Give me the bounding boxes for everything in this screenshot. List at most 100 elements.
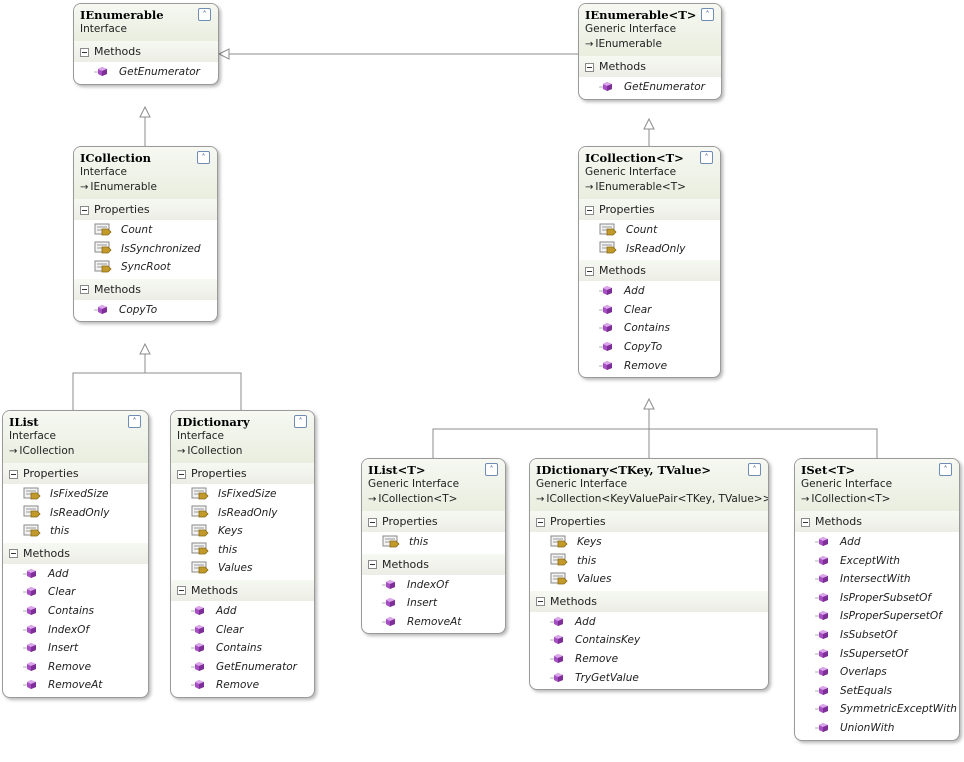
property-issynchronized[interactable]: IsSynchronized [74,240,217,259]
property-isreadonly[interactable]: IsReadOnly [579,240,720,259]
collapse-section-icon[interactable] [9,549,18,559]
method-remove[interactable]: Remove [530,650,768,669]
method-contains[interactable]: Contains [3,602,148,621]
methods-section-header[interactable]: Methods [74,278,217,300]
method-containskey[interactable]: ContainsKey [530,631,768,650]
double-chevron-up-icon[interactable]: ˄ [748,463,761,476]
double-chevron-up-icon[interactable]: ˄ [701,8,714,21]
property-this[interactable]: this [171,541,314,560]
method-clear[interactable]: Clear [3,583,148,602]
method-clear[interactable]: Clear [171,621,314,640]
method-insert[interactable]: Insert [362,594,505,613]
method-removeat[interactable]: RemoveAt [3,676,148,695]
collapse-section-icon[interactable] [368,517,377,527]
interface-box-iset-t[interactable]: ISet<T>Generic Interface→ICollection<T>˄… [794,458,960,741]
method-removeat[interactable]: RemoveAt [362,613,505,632]
method-indexof[interactable]: IndexOf [3,621,148,640]
method-clear[interactable]: Clear [579,301,720,320]
double-chevron-up-icon[interactable]: ˄ [700,151,713,164]
method-symmetricexceptwith[interactable]: SymmetricExceptWith [795,700,959,719]
interface-box-ienumerable-t[interactable]: IEnumerable<T>Generic Interface→IEnumera… [578,3,722,100]
method-getenumerator[interactable]: GetEnumerator [579,78,721,97]
collapse-section-icon[interactable] [9,469,18,479]
property-syncroot[interactable]: SyncRoot [74,258,217,277]
collapse-section-icon[interactable] [585,266,594,276]
method-copyto[interactable]: CopyTo [579,338,720,357]
interface-box-ilist-t[interactable]: IList<T>Generic Interface→ICollection<T>… [361,458,506,635]
methods-section-header[interactable]: Methods [3,542,148,564]
collapse-section-icon[interactable] [585,205,594,215]
method-getenumerator[interactable]: GetEnumerator [171,658,314,677]
method-ispropersubsetof[interactable]: IsProperSubsetOf [795,589,959,608]
method-add[interactable]: Add [530,613,768,632]
properties-section-header[interactable]: Properties [74,199,217,220]
property-count[interactable]: Count [74,221,217,240]
method-trygetvalue[interactable]: TryGetValue [530,669,768,688]
method-insert[interactable]: Insert [3,639,148,658]
collapse-section-icon[interactable] [177,469,186,479]
property-isfixedsize[interactable]: IsFixedSize [3,485,148,504]
property-isreadonly[interactable]: IsReadOnly [3,504,148,523]
double-chevron-up-icon[interactable]: ˄ [294,415,307,428]
property-this[interactable]: this [362,533,505,552]
methods-section-header[interactable]: Methods [171,579,314,601]
method-contains[interactable]: Contains [171,639,314,658]
property-count[interactable]: Count [579,221,720,240]
methods-section-header[interactable]: Methods [362,553,505,575]
double-chevron-up-icon[interactable]: ˄ [198,8,211,21]
method-add[interactable]: Add [579,282,720,301]
double-chevron-up-icon[interactable]: ˄ [485,463,498,476]
property-keys[interactable]: Keys [171,522,314,541]
collapse-section-icon[interactable] [80,205,89,215]
property-isreadonly[interactable]: IsReadOnly [171,504,314,523]
property-this[interactable]: this [3,522,148,541]
method-unionwith[interactable]: UnionWith [795,719,959,738]
property-values[interactable]: Values [171,559,314,578]
method-contains[interactable]: Contains [579,319,720,338]
collapse-section-icon[interactable] [80,285,89,295]
collapse-section-icon[interactable] [801,517,810,527]
property-values[interactable]: Values [530,570,768,589]
properties-section-header[interactable]: Properties [3,463,148,484]
method-overlaps[interactable]: Overlaps [795,663,959,682]
collapse-section-icon[interactable] [80,47,89,57]
method-intersectwith[interactable]: IntersectWith [795,570,959,589]
collapse-section-icon[interactable] [536,597,545,607]
collapse-section-icon[interactable] [368,560,377,570]
method-add[interactable]: Add [795,533,959,552]
method-getenumerator[interactable]: GetEnumerator [74,63,218,82]
method-issubsetof[interactable]: IsSubsetOf [795,626,959,645]
method-ispropersupersetof[interactable]: IsProperSupersetOf [795,607,959,626]
methods-section-header[interactable]: Methods [530,590,768,612]
method-copyto[interactable]: CopyTo [74,301,217,320]
collapse-section-icon[interactable] [177,586,186,596]
double-chevron-up-icon[interactable]: ˄ [197,151,210,164]
interface-box-idictionary-t[interactable]: IDictionary<TKey, TValue>Generic Interfa… [529,458,769,691]
properties-section-header[interactable]: Properties [530,511,768,532]
property-this[interactable]: this [530,552,768,571]
properties-section-header[interactable]: Properties [171,463,314,484]
method-remove[interactable]: Remove [171,676,314,695]
method-add[interactable]: Add [171,602,314,621]
property-keys[interactable]: Keys [530,533,768,552]
double-chevron-up-icon[interactable]: ˄ [939,463,952,476]
method-remove[interactable]: Remove [579,357,720,376]
collapse-section-icon[interactable] [536,517,545,527]
methods-section-header[interactable]: Methods [579,260,720,282]
methods-section-header[interactable]: Methods [795,511,959,532]
properties-section-header[interactable]: Properties [579,199,720,220]
method-indexof[interactable]: IndexOf [362,576,505,595]
collapse-section-icon[interactable] [585,62,594,72]
method-remove[interactable]: Remove [3,658,148,677]
property-isfixedsize[interactable]: IsFixedSize [171,485,314,504]
method-add[interactable]: Add [3,565,148,584]
method-setequals[interactable]: SetEquals [795,682,959,701]
method-issupersetof[interactable]: IsSupersetOf [795,645,959,664]
methods-section-header[interactable]: Methods [74,41,218,62]
properties-section-header[interactable]: Properties [362,511,505,532]
interface-box-icollection-t[interactable]: ICollection<T>Generic Interface→IEnumera… [578,146,721,379]
